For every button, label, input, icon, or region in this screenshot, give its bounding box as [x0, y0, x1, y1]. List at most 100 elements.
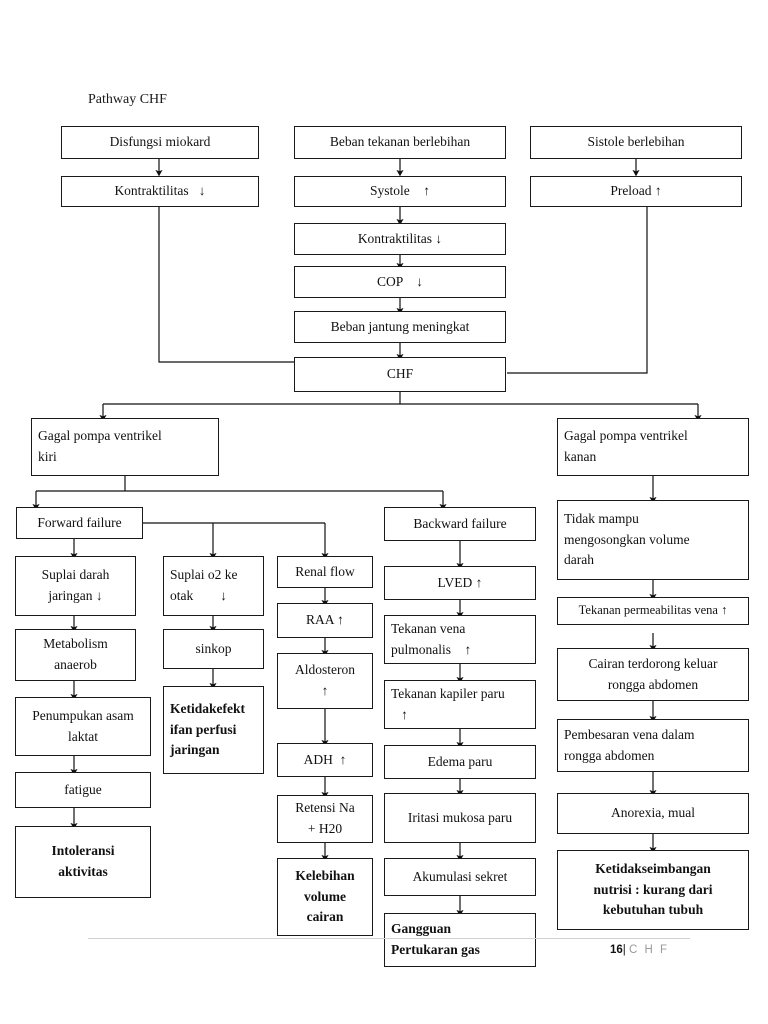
- node-intoleransi-aktivitas[interactable]: Intoleransi aktivitas: [15, 826, 151, 898]
- node-line: Pembesaran vena dalam: [564, 726, 695, 742]
- node-line: Renal flow: [295, 563, 355, 579]
- node-line: ifan perfusi: [170, 721, 237, 737]
- node-line: cairan: [306, 909, 344, 925]
- node-line: Kelebihan: [295, 867, 355, 883]
- node-tekanan-kapiler-paru[interactable]: Tekanan kapiler paru ↑: [384, 680, 536, 729]
- node-fatigue[interactable]: fatigue: [15, 772, 151, 808]
- node-penumpukan-asam-laktat[interactable]: Penumpukan asam laktat: [15, 697, 151, 756]
- node-gagal-pompa-ventrikel-kiri[interactable]: Gagal pompa ventrikel kiri: [31, 418, 219, 476]
- node-lved[interactable]: LVED ↑: [384, 566, 536, 600]
- node-line: Ketidakseimbangan: [595, 860, 711, 876]
- node-raa[interactable]: RAA ↑: [277, 603, 373, 638]
- node-beban-jantung-meningkat[interactable]: Beban jantung meningkat: [294, 311, 506, 343]
- node-line: Backward failure: [413, 515, 507, 531]
- node-disfungsi-miokard[interactable]: Disfungsi miokard: [61, 126, 259, 159]
- node-line: jaringan ↓: [48, 588, 103, 603]
- node-iritasi-mukosa-paru[interactable]: Iritasi mukosa paru: [384, 793, 536, 843]
- node-line: fatigue: [64, 781, 102, 797]
- node-line: Penumpukan asam: [32, 707, 134, 723]
- node-line: COP ↓: [376, 273, 423, 289]
- node-line: Kontraktilitas ↓: [357, 230, 443, 246]
- node-line: aktivitas: [58, 864, 108, 879]
- footer-page-label: 16| C H F: [610, 944, 669, 956]
- node-sistole-berlebihan[interactable]: Sistole berlebihan: [530, 126, 742, 159]
- node-line: Systole ↑: [369, 183, 430, 199]
- node-line: Pertukaran gas: [391, 942, 480, 957]
- node-line: Edema paru: [427, 753, 493, 769]
- node-line: Tekanan permeabilitas vena ↑: [578, 603, 728, 618]
- node-line: Aldosteron: [295, 662, 355, 678]
- footer-doc-label: C H F: [629, 944, 670, 956]
- node-line: rongga abdomen: [564, 747, 655, 763]
- node-kelebihan-volume-cairan[interactable]: Kelebihan volume cairan: [277, 858, 373, 936]
- node-line: Akumulasi sekret: [412, 868, 508, 884]
- node-renal-flow[interactable]: Renal flow: [277, 556, 373, 588]
- node-line: + H20: [307, 821, 343, 836]
- node-line: Beban tekanan berlebihan: [329, 134, 471, 150]
- node-line: ↑: [321, 683, 329, 698]
- node-backward-failure[interactable]: Backward failure: [384, 507, 536, 541]
- node-line: kanan: [564, 449, 597, 464]
- node-line: LVED ↑: [437, 574, 483, 590]
- node-tekanan-vena-pulmonalis[interactable]: Tekanan vena pulmonalis ↑: [384, 615, 536, 664]
- node-systole[interactable]: Systole ↑: [294, 176, 506, 207]
- node-gagal-pompa-ventrikel-kanan[interactable]: Gagal pompa ventrikel kanan: [557, 418, 749, 476]
- node-line: kebutuhan tubuh: [602, 902, 704, 918]
- node-adh[interactable]: ADH ↑: [277, 743, 373, 777]
- node-cairan-terdorong-keluar-rongga-abdomen[interactable]: Cairan terdorong keluar rongga abdomen: [557, 648, 749, 701]
- node-line: Gangguan: [391, 921, 452, 937]
- node-ketidakseimbangan-nutrisi[interactable]: Ketidakseimbangan nutrisi : kurang dari …: [557, 850, 749, 930]
- node-edema-paru[interactable]: Edema paru: [384, 745, 536, 779]
- node-akumulasi-sekret[interactable]: Akumulasi sekret: [384, 858, 536, 896]
- node-line: Forward failure: [37, 514, 122, 530]
- node-line: Beban jantung meningkat: [330, 318, 470, 334]
- node-line: Tekanan kapiler paru: [391, 685, 505, 701]
- node-line: darah: [564, 552, 594, 568]
- node-tekanan-permeabilitas-vena[interactable]: Tekanan permeabilitas vena ↑: [557, 597, 749, 625]
- node-line: Anorexia, mual: [611, 805, 695, 821]
- node-line: Tekanan vena: [391, 620, 466, 636]
- node-kontraktilitas-left[interactable]: Kontraktilitas ↓: [61, 176, 259, 207]
- node-anorexia-mual[interactable]: Anorexia, mual: [557, 793, 749, 834]
- node-line: Cairan terdorong keluar: [588, 655, 718, 671]
- page-title: Pathway CHF: [88, 92, 167, 107]
- footer-separator: |: [622, 944, 626, 956]
- node-line: Ketidakefekt: [170, 700, 245, 716]
- node-tidak-mampu-mengosongkan-volume-darah[interactable]: Tidak mampu mengosongkan volume darah: [557, 500, 749, 580]
- node-line: Suplai o2 ke: [170, 567, 238, 583]
- node-gangguan-pertukaran-gas[interactable]: Gangguan Pertukaran gas: [384, 913, 536, 967]
- node-metabolism-anaerob[interactable]: Metabolism anaerob: [15, 629, 136, 681]
- node-sinkop[interactable]: sinkop: [163, 629, 264, 669]
- node-line: kiri: [38, 449, 57, 464]
- node-suplai-darah-jaringan[interactable]: Suplai darah jaringan ↓: [15, 556, 136, 616]
- node-line: ↑: [391, 706, 408, 722]
- node-line: Metabolism: [43, 636, 108, 652]
- node-retensi-na-h20[interactable]: Retensi Na + H20: [277, 795, 373, 843]
- node-cop[interactable]: COP ↓: [294, 266, 506, 298]
- node-line: jaringan: [170, 742, 220, 758]
- node-line: Gagal pompa ventrikel: [38, 428, 162, 444]
- node-preload[interactable]: Preload ↑: [530, 176, 742, 207]
- node-line: Disfungsi miokard: [109, 134, 211, 150]
- node-chf[interactable]: CHF: [294, 357, 506, 392]
- node-beban-tekanan-berlebihan[interactable]: Beban tekanan berlebihan: [294, 126, 506, 159]
- node-line: nutrisi : kurang dari: [593, 881, 713, 897]
- node-line: pulmonalis ↑: [391, 641, 472, 657]
- node-line: mengosongkan volume: [564, 531, 690, 547]
- node-line: rongga abdomen: [607, 676, 699, 692]
- node-kontraktilitas-mid[interactable]: Kontraktilitas ↓: [294, 223, 506, 255]
- node-line: Intoleransi: [51, 843, 115, 859]
- node-line: CHF: [386, 366, 414, 382]
- footer-page-number: 16: [610, 944, 623, 956]
- node-line: otak ↓: [170, 588, 227, 603]
- node-suplai-o2-ke-otak[interactable]: Suplai o2 ke otak ↓: [163, 556, 264, 616]
- footer-divider: [88, 938, 690, 939]
- node-ketidakefektifan-perfusi-jaringan[interactable]: Ketidakefekt ifan perfusi jaringan: [163, 686, 264, 774]
- node-line: Iritasi mukosa paru: [407, 809, 513, 825]
- node-pembesaran-vena-dalam-rongga-abdomen[interactable]: Pembesaran vena dalam rongga abdomen: [557, 719, 749, 772]
- node-aldosteron[interactable]: Aldosteron ↑: [277, 653, 373, 709]
- node-forward-failure[interactable]: Forward failure: [16, 507, 143, 539]
- node-line: Preload ↑: [610, 183, 662, 199]
- node-line: laktat: [68, 728, 98, 744]
